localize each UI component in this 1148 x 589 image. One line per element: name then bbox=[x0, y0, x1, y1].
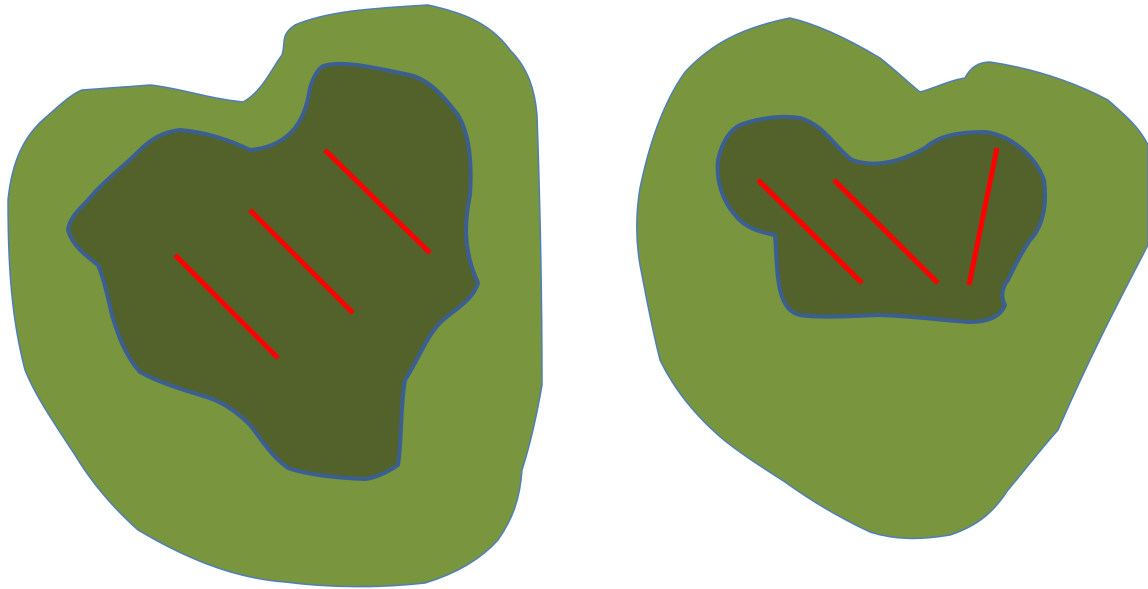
left-blob bbox=[8, 5, 542, 587]
right-blob bbox=[637, 18, 1148, 538]
